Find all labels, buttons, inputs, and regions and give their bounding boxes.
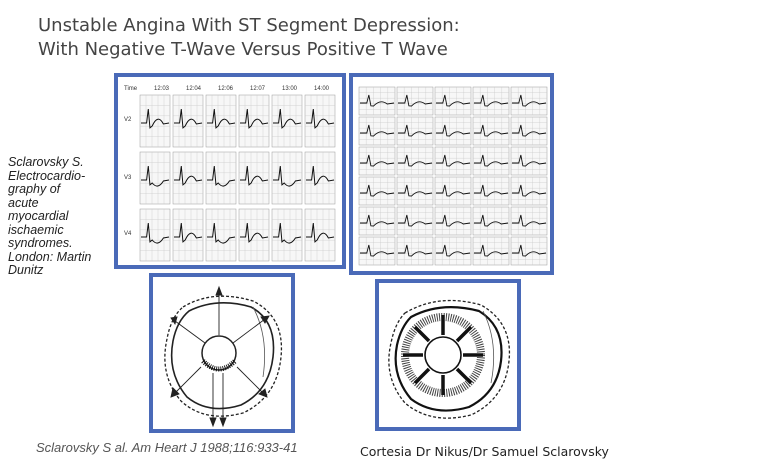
side-reference: Sclarovsky S. Electrocardio- graphy of a… bbox=[8, 155, 108, 278]
heart-diagram-transmural bbox=[375, 279, 521, 431]
slide-title: Unstable Angina With ST Segment Depressi… bbox=[38, 14, 738, 62]
side-reference-line: acute bbox=[8, 195, 39, 210]
time-label: 13:00 bbox=[282, 86, 298, 92]
heart-cross-section-left bbox=[164, 285, 283, 428]
lead-label: V4 bbox=[124, 231, 132, 237]
side-reference-line: London: Martin bbox=[8, 249, 92, 264]
side-reference-line: syndromes. bbox=[8, 236, 73, 250]
time-label: 12:04 bbox=[186, 86, 202, 92]
heart-diagram-subendocardial bbox=[149, 273, 295, 433]
citation: Sclarovsky S al. Am Heart J 1988;116:933… bbox=[36, 440, 298, 455]
side-reference-line: Dunitz bbox=[8, 263, 44, 277]
ecg-strip-right bbox=[358, 86, 548, 266]
title-line-1: Unstable Angina With ST Segment Depressi… bbox=[38, 15, 460, 36]
side-reference-line: ischaemic bbox=[8, 222, 64, 237]
lead-label: V2 bbox=[124, 117, 132, 123]
time-label: 12:07 bbox=[250, 86, 266, 92]
time-label: 12:03 bbox=[154, 86, 170, 92]
ecg-panel-negative-t: Time 12:03 12:04 12:06 12:07 13:00 14:00… bbox=[114, 73, 346, 269]
side-reference-line: Electrocardio- bbox=[8, 168, 86, 183]
ecg-strip-left: Time 12:03 12:04 12:06 12:07 13:00 14:00… bbox=[124, 86, 336, 262]
lead-label: V3 bbox=[124, 175, 132, 181]
side-reference-line: myocardial bbox=[8, 209, 69, 223]
side-reference-line: graphy of bbox=[8, 182, 61, 196]
title-line-2: With Negative T-Wave Versus Positive T W… bbox=[38, 39, 448, 60]
time-label: 14:00 bbox=[314, 86, 330, 92]
time-label: 12:06 bbox=[218, 86, 234, 92]
image-credit: Cortesia Dr Nikus/Dr Samuel Sclarovsky bbox=[360, 444, 609, 459]
heart-cross-section-right bbox=[388, 299, 511, 419]
side-reference-line: Sclarovsky S. bbox=[8, 155, 84, 169]
time-header-label: Time bbox=[124, 86, 138, 92]
ecg-panel-positive-t bbox=[349, 73, 554, 275]
